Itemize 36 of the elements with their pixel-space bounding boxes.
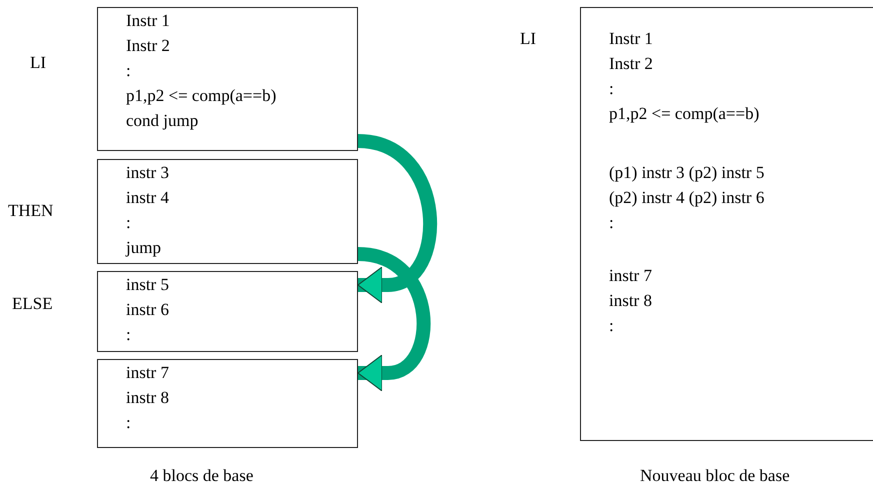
code-line: Instr 1 — [609, 28, 654, 50]
code-line: instr 7 — [609, 265, 653, 287]
block-label: THEN — [8, 200, 54, 222]
code-line: instr 8 — [609, 290, 653, 312]
code-line: jump — [126, 237, 162, 259]
code-line: instr 8 — [126, 387, 170, 409]
block-label: LI — [30, 52, 46, 74]
code-block-box — [580, 7, 873, 441]
code-line: p1,p2 <= comp(a==b) — [609, 103, 760, 125]
code-line: : — [126, 212, 132, 234]
code-block-box — [97, 7, 358, 151]
block-label: ELSE — [12, 293, 53, 315]
code-line: Instr 1 — [126, 10, 171, 32]
code-line: (p2) instr 4 (p2) instr 6 — [609, 187, 766, 209]
caption-text: Nouveau bloc de base — [640, 465, 790, 487]
code-line: (p1) instr 3 (p2) instr 5 — [609, 162, 766, 184]
code-line: : — [126, 60, 132, 82]
code-block-box — [97, 271, 358, 352]
code-line: instr 5 — [126, 274, 170, 296]
code-block-box — [97, 359, 358, 448]
code-line: instr 6 — [126, 299, 170, 321]
code-line: Instr 2 — [609, 53, 654, 75]
code-line: instr 7 — [126, 362, 170, 384]
code-line: : — [126, 324, 132, 346]
code-line: : — [609, 78, 615, 100]
code-line: cond jump — [126, 110, 200, 132]
code-line: : — [609, 212, 615, 234]
code-line: instr 4 — [126, 187, 170, 209]
block-label: LI — [520, 28, 536, 50]
code-line: : — [609, 315, 615, 337]
caption-text: 4 blocs de base — [150, 465, 254, 487]
code-block-box — [97, 159, 358, 264]
code-line: : — [126, 412, 132, 434]
code-line: p1,p2 <= comp(a==b) — [126, 85, 278, 107]
code-line: instr 3 — [126, 162, 170, 184]
code-line: Instr 2 — [126, 35, 171, 57]
